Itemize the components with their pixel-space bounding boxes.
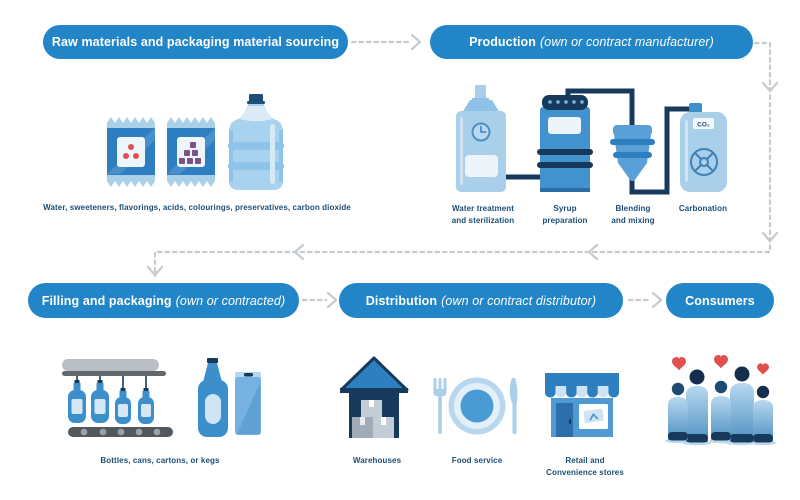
person-figure — [730, 366, 754, 443]
heart-icon — [672, 355, 769, 375]
stage-pill-consumers: Consumers — [666, 283, 774, 318]
person-figure — [753, 385, 773, 443]
blending-vessel-icon — [610, 125, 655, 181]
pipes — [500, 88, 694, 195]
pill-label: Production — [469, 35, 537, 49]
bottling-line-icon — [62, 358, 261, 437]
stage-pill-raw-materials: Raw materials and packaging material sou… — [43, 25, 348, 59]
person-figure — [668, 382, 688, 441]
co2-label: CO₂ — [697, 122, 710, 129]
awning-scallops — [545, 386, 619, 398]
production-step-label: Water treatment and sterilization — [451, 204, 515, 225]
stage-pill-distribution: Distribution (own or contract distributo… — [339, 283, 623, 318]
water-jug-icon — [228, 94, 284, 190]
bottle-icon — [198, 358, 228, 437]
arrowhead-down-icon — [761, 81, 779, 93]
syrup-tank-icon — [537, 95, 593, 192]
people-hearts-icon — [665, 355, 776, 446]
production-step-label: Blending and mixing — [611, 204, 655, 225]
plate-icon — [448, 377, 506, 435]
water-treatment-tank-icon — [456, 85, 506, 192]
knife-icon — [509, 378, 518, 434]
pill-label-italic: (own or contract manufacturer) — [540, 35, 714, 49]
person-figure — [711, 380, 731, 441]
conveyor-rollers — [80, 428, 161, 436]
sachet-red-icon — [107, 117, 155, 187]
pill-label: Raw materials and packaging material sou… — [51, 35, 340, 49]
carbonation-tank-icon: CO₂ — [680, 103, 727, 192]
distribution-channel-label: Food service — [451, 456, 503, 465]
production-equipment-icon: CO₂ — [456, 85, 727, 195]
hanging-bottles — [68, 380, 154, 424]
warehouse-icon — [340, 356, 409, 438]
can-icon — [235, 372, 261, 435]
production-step-label: Syrup preparation — [542, 204, 588, 225]
valve-icon — [690, 148, 718, 176]
retail-store-icon — [545, 373, 619, 437]
arrowhead-down-icon — [146, 265, 164, 277]
arrowhead-right-icon — [326, 291, 338, 309]
pill-label-italic: (own or contract distributor) — [441, 293, 597, 308]
arrowhead-down-icon — [761, 231, 779, 243]
arrowhead-right-icon — [651, 291, 663, 309]
filling-caption: Bottles, cans, cartons, or kegs — [100, 456, 220, 465]
sachet-purple-icon — [167, 117, 215, 187]
stage-pill-production: Production (own or contract manufacturer… — [430, 25, 753, 59]
arrowhead-left-icon — [293, 243, 305, 261]
pill-label: Distribution — [365, 293, 438, 308]
arrowhead-left-icon — [587, 243, 599, 261]
person-figure — [686, 369, 708, 443]
stage-pill-filling-packaging: Filling and packaging (own or contracted… — [28, 283, 299, 318]
pill-label-italic: (own or contracted) — [175, 293, 286, 308]
hanger-stems — [76, 376, 147, 390]
production-step-label: Carbonation — [678, 204, 728, 213]
window-sign — [583, 408, 604, 424]
food-service-icon — [433, 377, 518, 435]
arrowhead-right-icon — [410, 33, 422, 51]
distribution-channel-label: Retail and Convenience stores — [546, 456, 624, 477]
pill-label: Consumers — [685, 293, 755, 308]
warehouse-boxes — [352, 400, 394, 438]
pill-label: Filling and packaging — [41, 293, 172, 308]
fork-icon — [433, 378, 447, 434]
raw-materials-caption: Water, sweeteners, flavorings, acids, co… — [43, 203, 351, 212]
distribution-channel-label: Warehouses — [352, 456, 402, 465]
